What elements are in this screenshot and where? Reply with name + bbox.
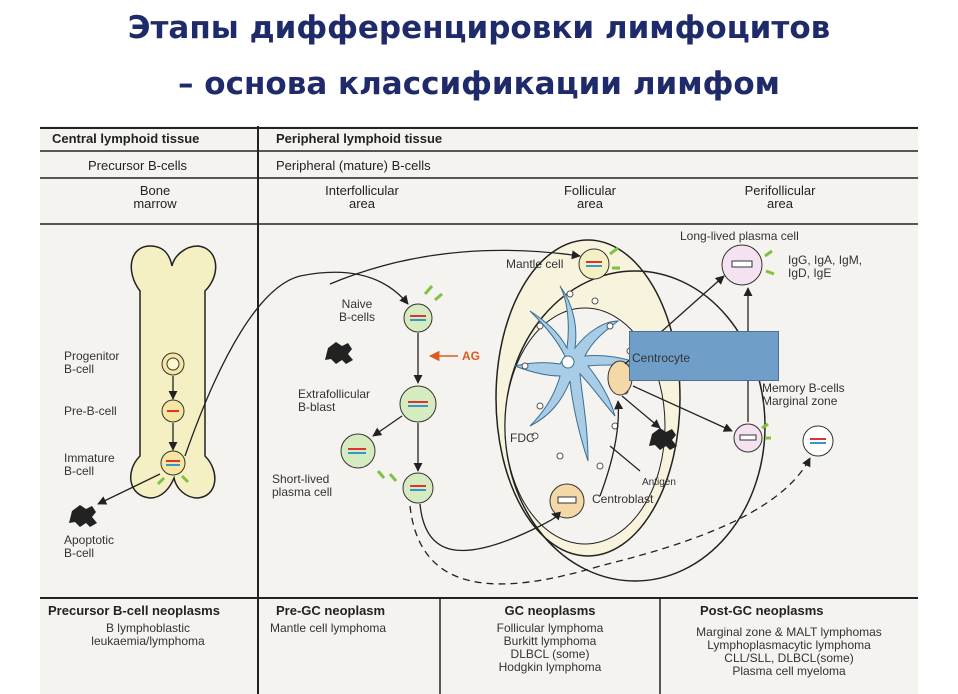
diagram-graphics [40,126,918,694]
neoplasm-pregc-title: Pre-GC neoplasm [276,603,386,618]
label-fdc: FDC [510,431,535,445]
slide-title-line-2: – основа классификации лимфом [178,66,780,102]
neoplasm-pregc-list: Mantle cell lymphoma [270,621,387,635]
label-mantle-cell: Mantle cell [506,257,564,271]
neoplasm-precursor-title: Precursor B-cell neoplasms [48,603,220,618]
neoplasm-gc-title: GC neoplasms [504,603,596,618]
cell-group [160,244,834,519]
neoplasm-postgc-title: Post-GC neoplasms [700,603,824,618]
table-grid [40,126,918,694]
lymphocyte-differentiation-diagram: Central lymphoid tissue Peripheral lymph… [40,126,918,694]
antibody-marks [156,246,775,486]
label-immunoglobulins: IgG, IgA, IgM,IgD, IgE [788,253,863,280]
header-peripheral: Peripheral lymphoid tissue [276,131,443,146]
label-antigen: Antigen [642,477,676,488]
label-centroblast: Centroblast [592,492,654,506]
header-precursor-b: Precursor B-cells [88,158,187,173]
label-centrocyte: Centrocyte [632,351,691,365]
highlight-box [629,331,779,381]
fdc-nucleus [561,355,575,369]
apoptotic-cells [69,342,677,527]
label-ag: AG [462,349,480,363]
fdc-cell-shape [513,285,641,462]
slide-title-line-1: Этапы дифференцировки лимфоцитов [127,10,831,46]
label-long-lived: Long-lived plasma cell [680,229,799,243]
label-pre-b: Pre-B-cell [64,404,117,418]
antigen-complex-dots [521,290,634,470]
header-peripheral-b: Peripheral (mature) B-cells [276,158,431,173]
header-central: Central lymphoid tissue [52,131,200,146]
